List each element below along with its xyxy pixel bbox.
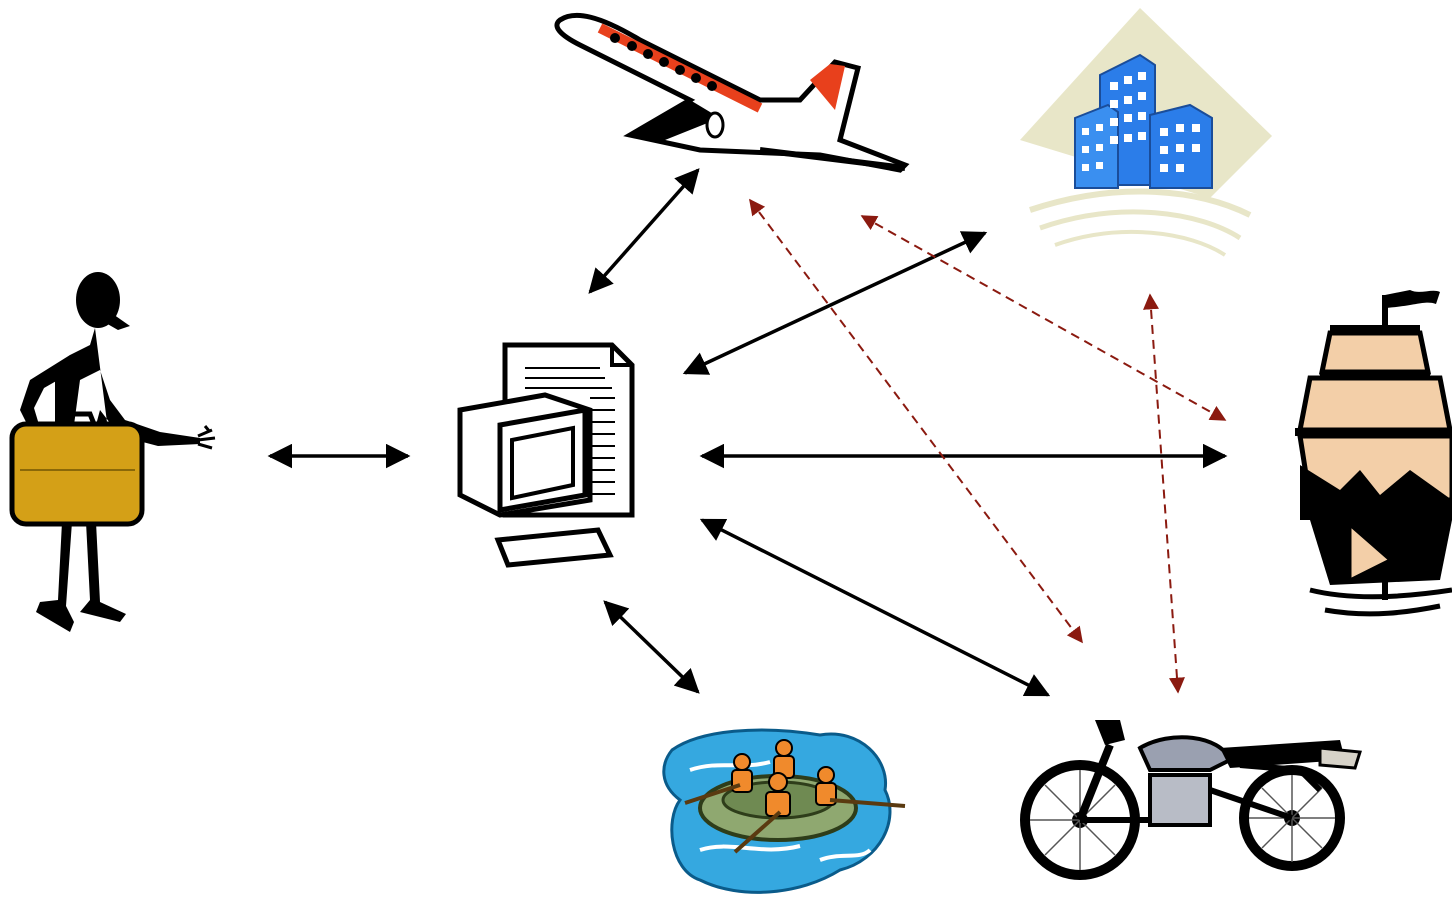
arrow-airplane-motorcycle xyxy=(749,198,1083,644)
arrow-airplane-ship xyxy=(860,215,1227,421)
computer-icon xyxy=(457,342,635,568)
river-rafting-icon xyxy=(662,728,906,894)
arrow-computer-hotel xyxy=(682,231,988,375)
arrow-computer-motorcycle xyxy=(699,518,1051,697)
motorcycle-icon xyxy=(1020,720,1362,880)
airplane-icon xyxy=(554,12,910,173)
arrow-computer-airplane xyxy=(588,168,700,294)
arrow-hotel-motorcycle xyxy=(1143,293,1185,694)
sailing-ship-icon xyxy=(1295,290,1452,617)
arrow-computer-rafting xyxy=(603,600,700,694)
dashed-connections xyxy=(749,198,1227,694)
hotel-building-icon xyxy=(1020,8,1272,257)
solid-connections xyxy=(267,168,1228,697)
traveler-with-suitcase-icon xyxy=(9,272,216,632)
